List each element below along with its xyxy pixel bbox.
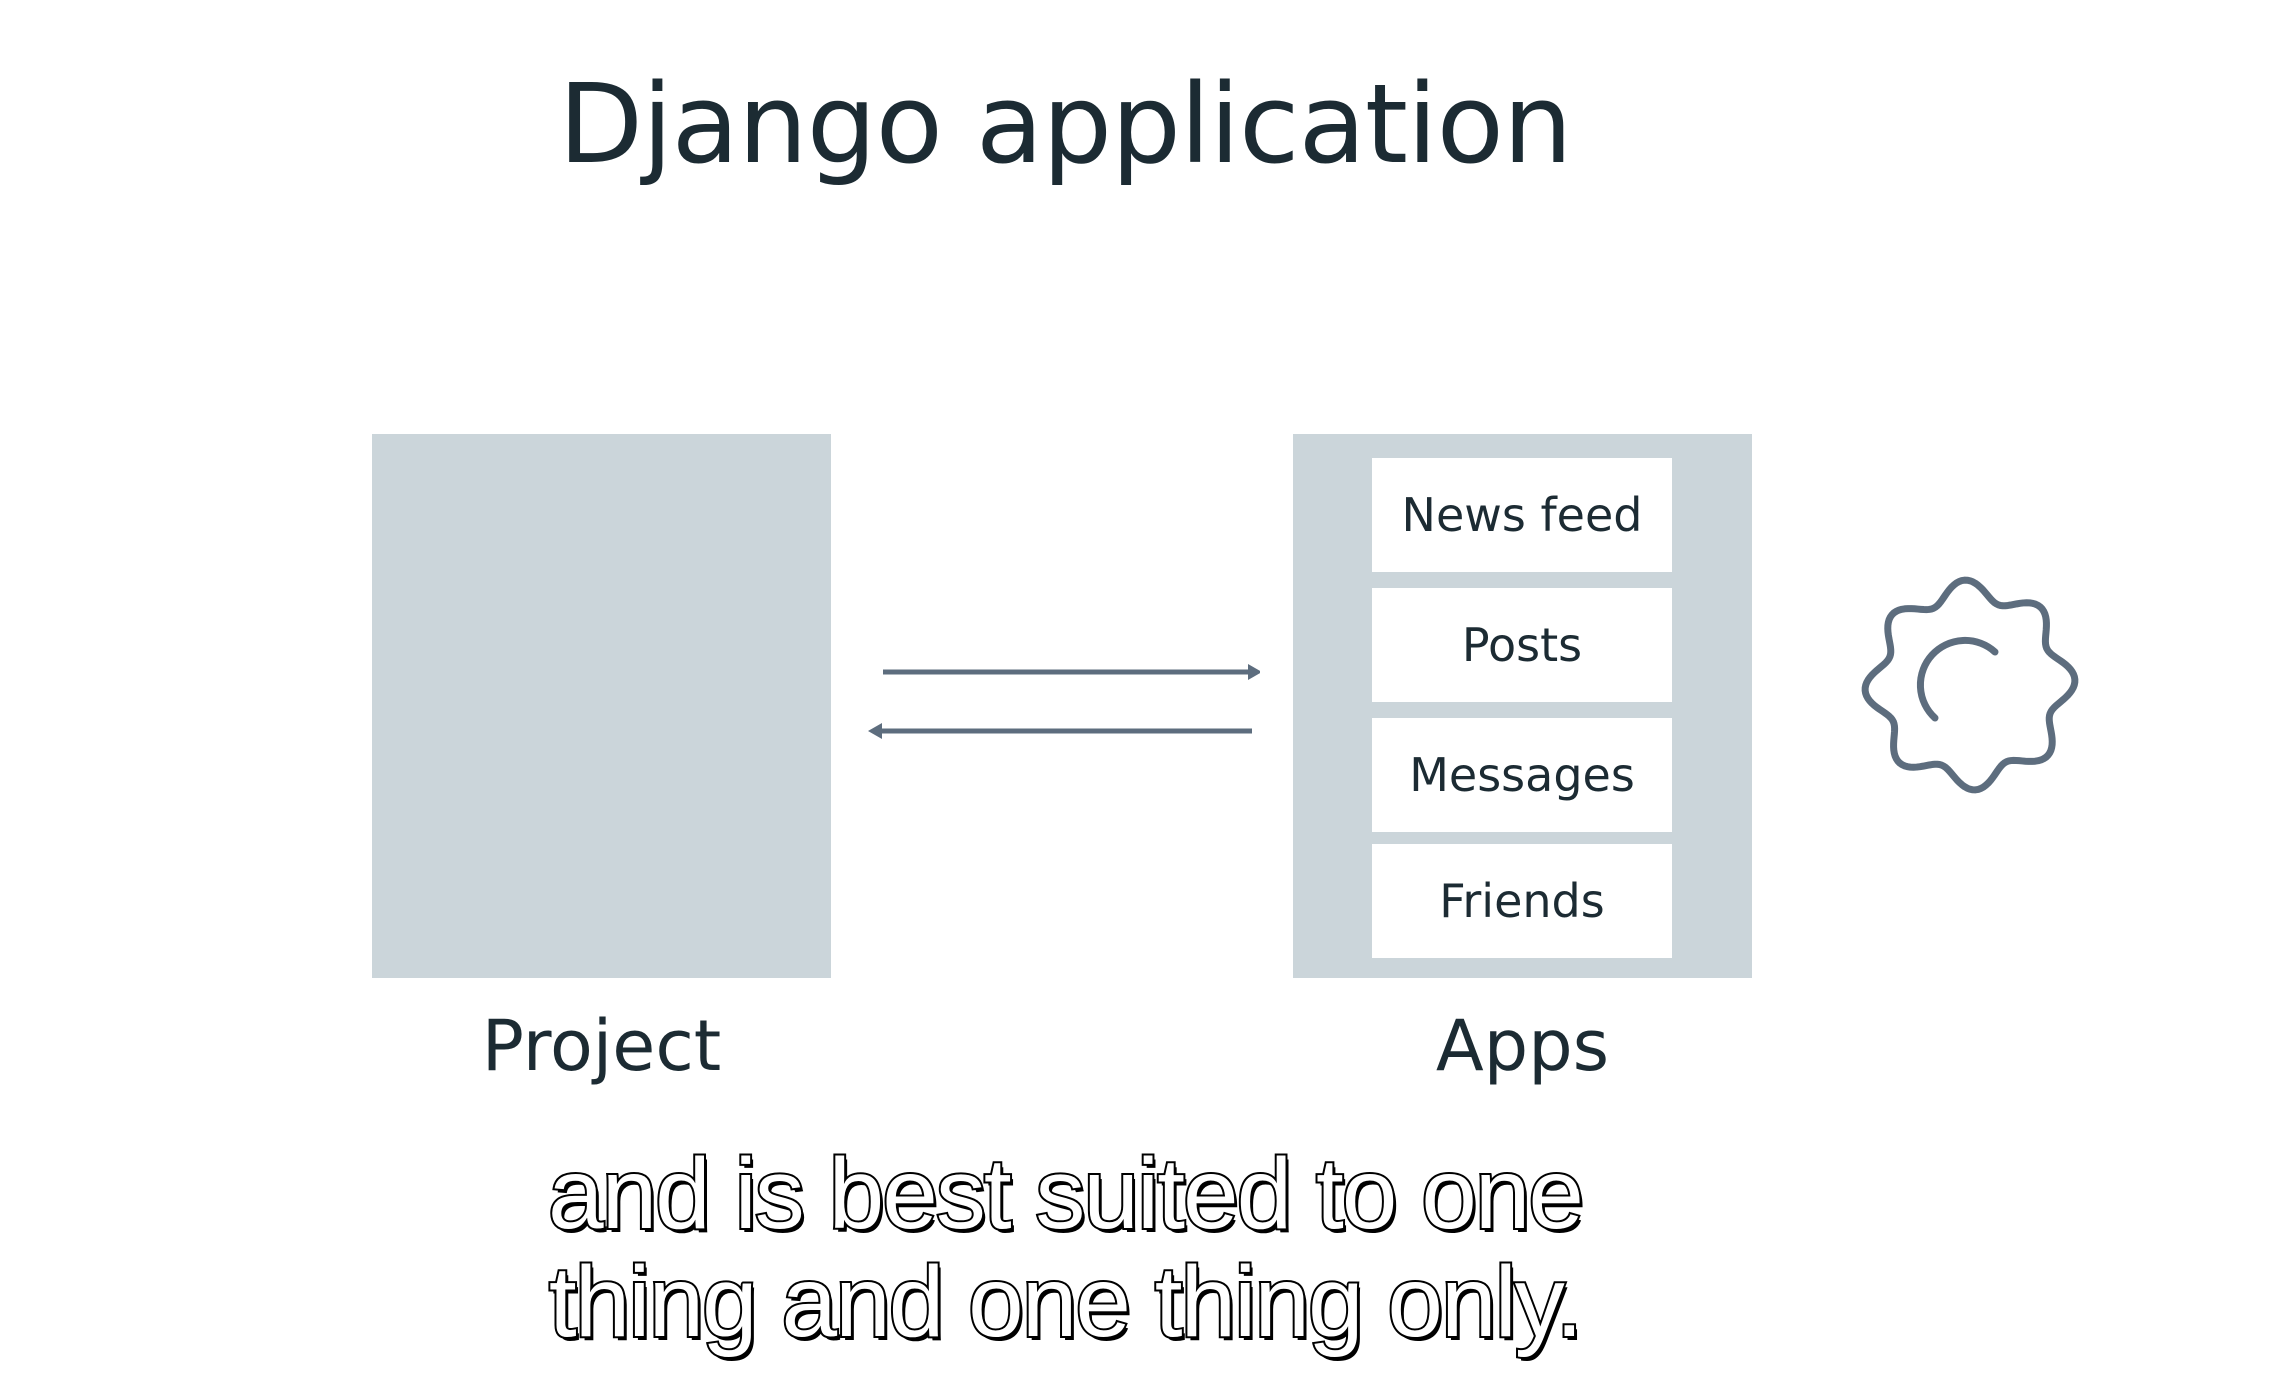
app-item-posts: Posts bbox=[1372, 588, 1672, 702]
app-item-messages: Messages bbox=[1372, 718, 1672, 832]
apps-label: Apps bbox=[1435, 1005, 1610, 1087]
caption: and is best suited to one thing and one … bbox=[0, 1138, 2130, 1358]
caption-line-1: and is best suited to one bbox=[546, 1138, 1586, 1250]
bidirectional-arrows-icon bbox=[868, 664, 1260, 739]
slide-title: Django application bbox=[558, 60, 1572, 188]
app-item-news-feed: News feed bbox=[1372, 458, 1672, 572]
gear-icon bbox=[1861, 576, 2079, 794]
project-label: Project bbox=[481, 1005, 722, 1087]
apps-box: News feed Posts Messages Friends bbox=[1293, 434, 1752, 978]
project-box bbox=[372, 434, 831, 978]
caption-line-2: thing and one thing only. bbox=[547, 1246, 1585, 1358]
app-item-friends: Friends bbox=[1372, 844, 1672, 958]
